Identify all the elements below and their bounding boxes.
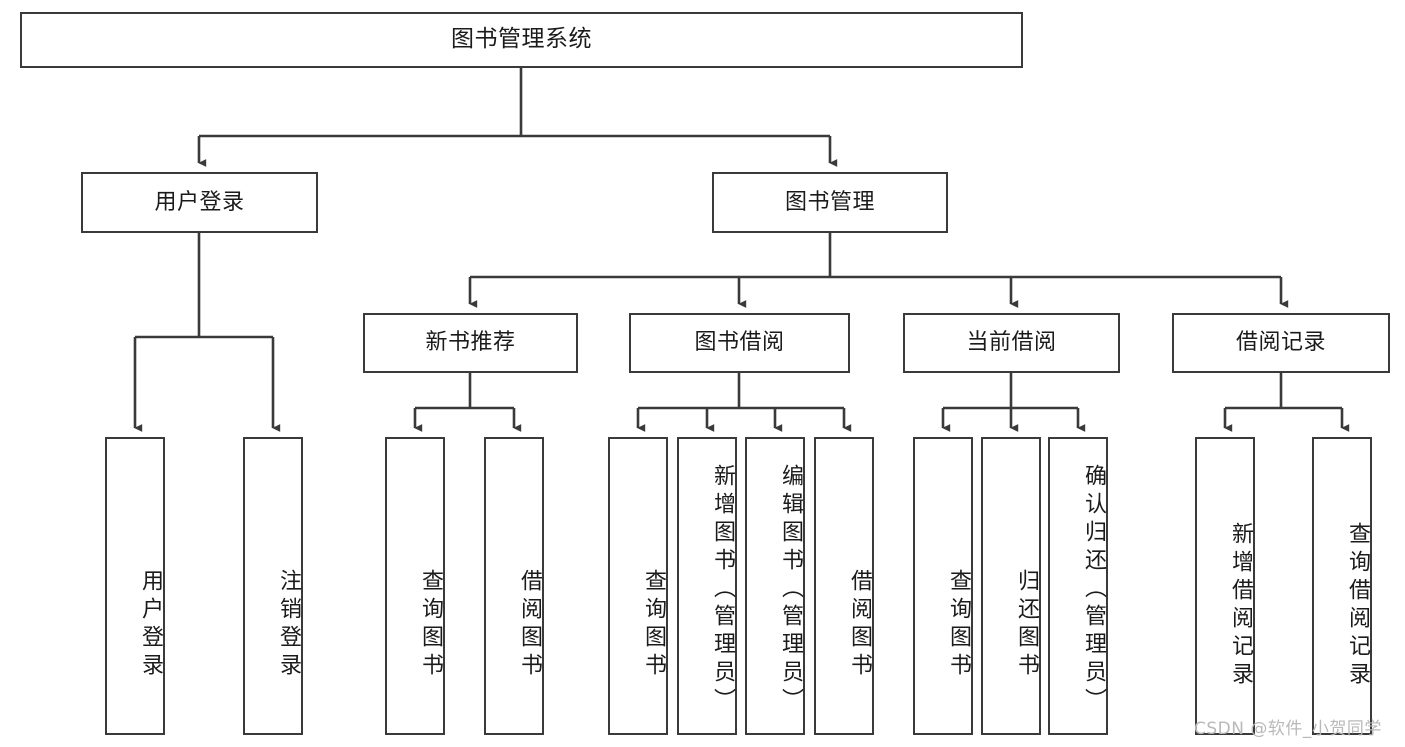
node-user-login[interactable]: 用户登录 [81,172,318,233]
node-leaf-confirm-return-label: 确认归还（管理员） [1081,464,1106,716]
node-book-manage[interactable]: 图书管理 [712,172,948,233]
node-leaf-query-book-2-label: 查询图书 [641,569,666,681]
node-leaf-query-record-label: 查询借阅记录 [1345,522,1370,690]
node-leaf-user-login[interactable]: 用户登录 [105,437,165,735]
node-leaf-query-book-3-label: 查询图书 [946,569,971,681]
node-leaf-edit-book[interactable]: 编辑图书（管理员） [745,437,805,735]
node-leaf-user-logout[interactable]: 注销登录 [243,437,303,735]
node-new-book-recommend-label: 新书推荐 [425,330,516,356]
node-leaf-query-book-3[interactable]: 查询图书 [913,437,973,735]
node-leaf-borrow-book-1-label: 借阅图书 [517,569,542,681]
node-borrow-record[interactable]: 借阅记录 [1172,313,1390,373]
node-leaf-confirm-return[interactable]: 确认归还（管理员） [1048,437,1108,735]
node-book-borrow-label: 图书借阅 [694,330,785,356]
node-leaf-query-book-1[interactable]: 查询图书 [385,437,445,735]
node-root-label: 图书管理系统 [451,26,592,53]
node-leaf-return-book-label: 归还图书 [1014,569,1039,681]
node-root[interactable]: 图书管理系统 [20,12,1023,68]
node-current-borrow[interactable]: 当前借阅 [903,313,1120,373]
node-current-borrow-label: 当前借阅 [966,330,1057,356]
node-leaf-borrow-book-2[interactable]: 借阅图书 [814,437,874,735]
node-leaf-add-book[interactable]: 新增图书（管理员） [677,437,737,735]
node-borrow-record-label: 借阅记录 [1235,330,1326,356]
node-leaf-add-record[interactable]: 新增借阅记录 [1195,437,1255,735]
node-leaf-user-login-label: 用户登录 [138,569,163,681]
node-leaf-user-logout-label: 注销登录 [276,569,301,681]
node-leaf-add-book-label: 新增图书（管理员） [710,464,735,716]
node-leaf-add-record-label: 新增借阅记录 [1228,522,1253,690]
node-book-manage-label: 图书管理 [784,189,875,215]
node-user-login-label: 用户登录 [154,189,245,215]
node-leaf-query-book-1-label: 查询图书 [418,569,443,681]
node-leaf-borrow-book-1[interactable]: 借阅图书 [484,437,544,735]
node-book-borrow[interactable]: 图书借阅 [629,313,850,373]
node-leaf-query-book-2[interactable]: 查询图书 [608,437,668,735]
node-leaf-return-book[interactable]: 归还图书 [981,437,1041,735]
node-leaf-borrow-book-2-label: 借阅图书 [847,569,872,681]
node-new-book-recommend[interactable]: 新书推荐 [363,313,578,373]
node-leaf-query-record[interactable]: 查询借阅记录 [1312,437,1372,735]
node-leaf-edit-book-label: 编辑图书（管理员） [778,464,803,716]
